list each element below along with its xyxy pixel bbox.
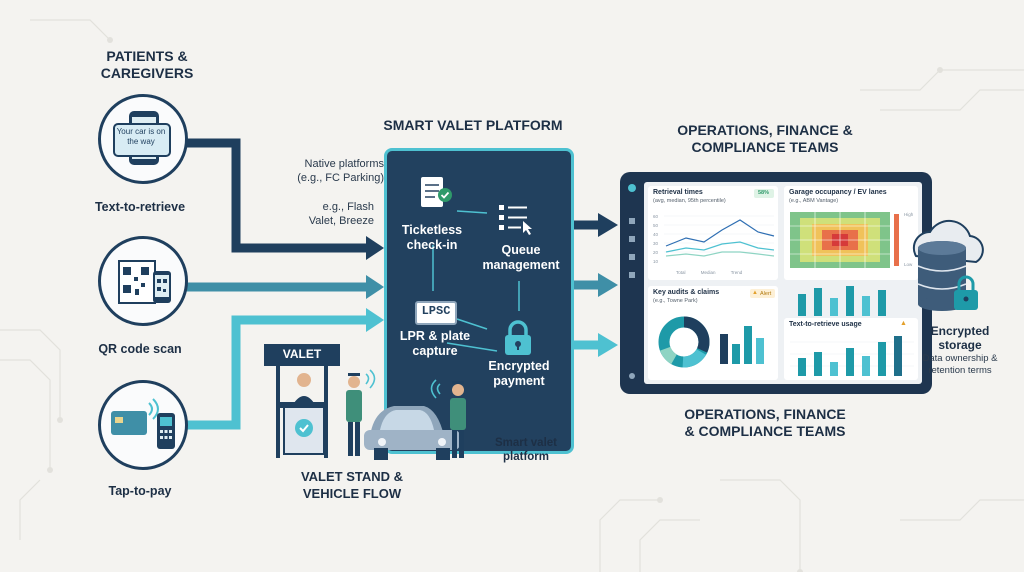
chat-bubble — [113, 123, 171, 157]
encrypted-payment-label: Encrypted payment — [488, 359, 550, 388]
legend-total: Total — [676, 270, 686, 275]
driver-attendant-icon — [450, 381, 466, 458]
retrieval-yticks: 60 50 40 30 20 10 — [653, 212, 663, 266]
alert-label: Alert — [760, 290, 772, 297]
output-arrowhead-2 — [598, 273, 618, 297]
audits-title: Key audits & claims — [653, 289, 720, 296]
usage-warning-icon: ▲ — [900, 320, 907, 327]
license-plate-icon — [415, 301, 457, 325]
lock-icon — [505, 320, 531, 355]
valet-scene — [264, 344, 466, 460]
usage-bar-chart — [790, 336, 914, 376]
audits-subtitle: (e.g., Towne Park) — [653, 298, 698, 304]
garage-subtitle: (e.g., ABM Vantage) — [789, 198, 839, 204]
encrypted-storage-title: Encrypted storage — [930, 324, 990, 352]
valet-sign: VALET — [282, 347, 322, 361]
retrieval-ytick: 30 — [653, 241, 659, 246]
retrieval-ytick: 60 — [653, 214, 659, 219]
garage-lane-bars — [798, 286, 886, 316]
platform-footer: Smart valet platform — [494, 437, 557, 463]
retrieval-ytick: 10 — [653, 259, 659, 264]
storage-lock-icon — [954, 275, 978, 310]
platform-title: SMART VALET PLATFORM — [383, 117, 563, 133]
text-retrieve-arrowhead — [366, 236, 384, 260]
audits-bar-chart — [720, 326, 764, 364]
retrieval-title: Retrieval times — [653, 189, 703, 196]
lpr-capture-label: LPR & plate capture — [399, 329, 471, 358]
retrieval-ytick: 40 — [653, 232, 659, 237]
valet-stand-caption: VALET STAND & VEHICLE FLOW — [300, 469, 404, 501]
retrieval-ytick: 50 — [653, 223, 659, 228]
text-retrieve-label: Text-to-retrieve — [94, 200, 186, 214]
audits-card: Key audits & claims (e.g., Towne Park) ▲… — [648, 286, 778, 380]
dashboard-sidebar-icons — [628, 184, 636, 379]
garage-scale-bottom: Low — [904, 262, 913, 267]
legend-trend: Trend — [730, 270, 743, 275]
garage-title: Garage occupancy / EV lanes — [789, 189, 887, 196]
warning-icon: ▲ — [752, 290, 758, 296]
phone-message: Your car is on the way — [116, 127, 166, 146]
check-badge-icon — [295, 419, 313, 437]
ticketless-checkin-label: Ticketless check-in — [401, 223, 463, 252]
qr-arrowhead — [366, 275, 384, 299]
audits-donut-chart — [658, 316, 710, 368]
queue-management-label: Queue management — [482, 243, 560, 272]
text-retrieve-connector — [183, 138, 366, 253]
tap-pay-label: Tap-to-pay — [108, 484, 172, 498]
garage-scale-top: High — [904, 212, 914, 217]
smart-valet-platform-panel: Ticketless check-in Queue management LPS… — [384, 148, 574, 454]
ticket-check-icon — [421, 177, 452, 207]
tap-pay-connector — [183, 315, 366, 430]
retrieval-badge — [754, 189, 774, 198]
retrieval-line-chart — [664, 215, 775, 257]
retrieval-card: Retrieval times (avg, median, 95th perce… — [648, 186, 778, 280]
tap-pay-arrowhead — [366, 308, 384, 332]
dashboard-screen: Retrieval times (avg, median, 95th perce… — [644, 182, 922, 384]
tap-pay-circle — [98, 380, 188, 470]
garage-card: Garage occupancy / EV lanes (e.g., ABM V… — [784, 186, 918, 280]
checklist-icon — [499, 205, 532, 235]
license-plate-text: LPSC — [421, 304, 451, 318]
native-platforms-note: Native platforms (e.g., FC Parking) — [297, 158, 384, 184]
usage-card: Text-to-retrieve usage ▲ — [784, 318, 918, 380]
text-retrieve-circle: Your car is on the way — [98, 94, 188, 184]
qr-scan-label: QR code scan — [98, 342, 182, 356]
platform-links — [432, 210, 520, 352]
retrieval-ytick: 20 — [653, 250, 659, 255]
retrieval-subtitle: (avg, median, 95th percentile) — [653, 198, 726, 204]
patients-heading: PATIENTS & CAREGIVERS — [100, 48, 194, 81]
legend-median: Median — [700, 270, 716, 275]
ops-title-bottom: OPERATIONS, FINANCE & COMPLIANCE TEAMS — [684, 406, 846, 439]
qr-code-icon — [118, 260, 171, 304]
garage-heatmap — [790, 212, 899, 268]
ops-title-top: OPERATIONS, FINANCE & COMPLIANCE TEAMS — [677, 122, 853, 155]
contactless-card-icon — [111, 398, 175, 449]
retrieval-badge-value: 58% — [758, 190, 770, 196]
car-icon — [364, 406, 460, 460]
parking-attendant-icon — [346, 373, 362, 456]
retrieval-legend: Total Median Trend — [676, 270, 776, 275]
usage-title: Text-to-retrieve usage — [789, 321, 862, 328]
output-arrowhead-3 — [598, 333, 618, 357]
qr-scan-circle — [98, 236, 188, 326]
encrypted-storage-subtitle: Data ownership & retention terms — [922, 353, 998, 376]
encrypted-storage-icon — [912, 219, 984, 311]
valet-attendant-icon — [292, 373, 316, 406]
examples-note: e.g., Flash Valet, Breeze — [308, 201, 374, 227]
alert-badge — [750, 289, 775, 298]
output-arrowhead-1 — [598, 213, 618, 237]
